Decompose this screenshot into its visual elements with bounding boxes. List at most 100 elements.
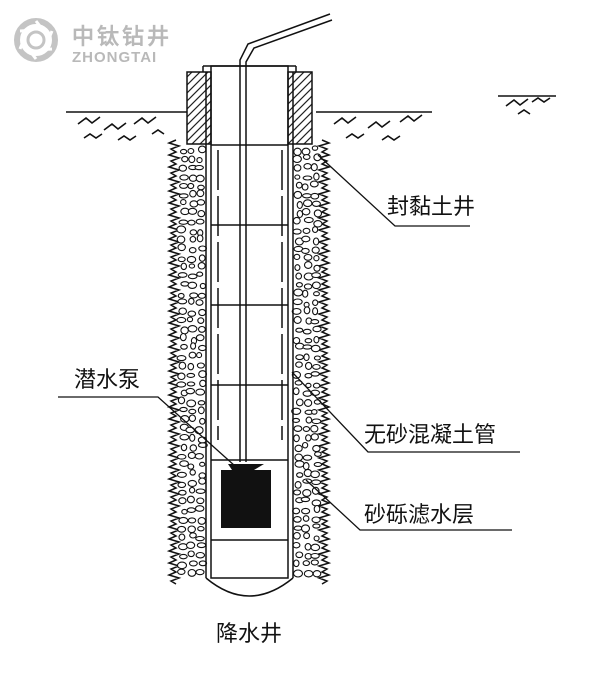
gravel-pebble (310, 371, 320, 377)
gravel-pebble (311, 281, 321, 290)
gravel-pebble (187, 147, 195, 155)
gravel-pebble (313, 504, 321, 514)
gravel-pebble (196, 497, 205, 505)
gravel-pebble (176, 225, 187, 234)
gravel-pebble (312, 307, 319, 316)
gravel-pebble (186, 372, 196, 378)
riser-pipe (239, 13, 333, 462)
gravel-pebble (198, 254, 206, 262)
gravel-pebble (292, 228, 302, 235)
gravel-pebble (301, 183, 309, 191)
gravel-pebble (177, 372, 186, 381)
gravel-pebble (313, 355, 321, 361)
gravel-pebble (293, 489, 302, 496)
gravel-pebble (187, 525, 196, 534)
gravel-pebble (310, 319, 320, 325)
gravel-pebble (188, 560, 198, 567)
gravel-pebble (189, 469, 196, 476)
gravel-pebble (176, 561, 188, 570)
gravel-pebble (197, 292, 207, 299)
gravel-pebble (179, 332, 187, 342)
gravel-pebble (195, 218, 205, 225)
gravel-pebble (186, 255, 197, 264)
gravel-pebble (312, 570, 322, 578)
gravel-pebble (312, 363, 321, 370)
gravel-pebble (296, 201, 303, 209)
gravel-pebble (179, 460, 190, 467)
gravel-pebble (302, 199, 313, 208)
gravel-filter-layer (176, 145, 323, 578)
gravel-pebble (197, 325, 206, 333)
company-logo: 中钛钻井 ZHONGTAI (14, 18, 169, 66)
gravel-pebble (197, 317, 205, 324)
gravel-pebble (305, 382, 312, 389)
gravel-pebble (178, 361, 187, 370)
gravel-pebble (188, 408, 197, 415)
gravel-pebble (301, 247, 310, 254)
gravel-pebble (178, 497, 187, 505)
gravel-pebble (302, 560, 311, 567)
gravel-pebble (194, 453, 204, 460)
gravel-pebble (291, 407, 302, 415)
gravel-pebble (295, 272, 303, 280)
gravel-pebble (310, 543, 321, 552)
gravel-pebble (198, 308, 207, 317)
gravel-pebble (195, 535, 205, 542)
gravel-pebble (295, 551, 304, 559)
gravel-pebble (301, 441, 309, 449)
gravel-pebble (196, 352, 203, 359)
gravel-pebble (186, 316, 194, 323)
gravel-pebble (177, 525, 187, 533)
gravel-pebble (296, 472, 304, 478)
gravel-pebble (195, 488, 206, 494)
gravel-pebble (313, 535, 320, 542)
gravel-pebble (312, 237, 320, 246)
gravel-pebble (194, 505, 205, 512)
gravel-pebble (197, 184, 205, 191)
gravel-pebble (301, 207, 311, 216)
logo-english-text: ZHONGTAI (72, 49, 157, 66)
gravel-pebble (179, 433, 190, 441)
gravel-pebble (304, 542, 312, 551)
label-submersible-pump: 潜水泵 (74, 368, 140, 393)
gravel-pebble (311, 200, 321, 207)
gravel-pebble (313, 335, 320, 344)
gravel-pebble (293, 288, 304, 297)
gravel-pebble (186, 381, 196, 387)
hexagon-swirl-logo-icon (14, 18, 58, 62)
gravel-pebble (293, 316, 302, 324)
gravel-pebble (196, 199, 206, 206)
gravel-pebble (310, 559, 319, 566)
gravel-pebble (302, 462, 310, 471)
gravel-pebble (313, 461, 323, 468)
gravel-pebble (196, 271, 204, 277)
gravel-pebble (313, 291, 320, 297)
leader-lines (58, 154, 520, 531)
gravel-pebble (177, 568, 186, 575)
gravel-pebble (311, 226, 319, 234)
gravel-pebble (177, 292, 185, 299)
gravel-pebble (303, 353, 310, 362)
gravel-pebble (302, 227, 311, 235)
gravel-pebble (292, 387, 300, 396)
gravel-pebble (197, 406, 205, 415)
gravel-pebble (188, 263, 196, 269)
gravel-pebble (314, 451, 322, 457)
gravel-pebble (301, 235, 311, 243)
gravel-pebble (302, 454, 313, 461)
gravel-pebble (305, 416, 313, 424)
gravel-pebble (305, 434, 312, 442)
gravel-pebble (186, 495, 195, 504)
gravel-pebble (312, 382, 321, 389)
gravel-pebble (295, 327, 304, 333)
gravel-pebble (176, 235, 186, 244)
gravel-pebble (197, 400, 206, 406)
gravel-pebble (294, 453, 304, 462)
gravel-pebble (313, 264, 321, 272)
gravel-pebble (177, 256, 186, 263)
gravel-pebble (293, 434, 300, 443)
gravel-pebble (292, 531, 301, 540)
gravel-pebble (187, 310, 197, 317)
gravel-pebble (198, 344, 207, 352)
gravel-pebble (311, 145, 319, 151)
